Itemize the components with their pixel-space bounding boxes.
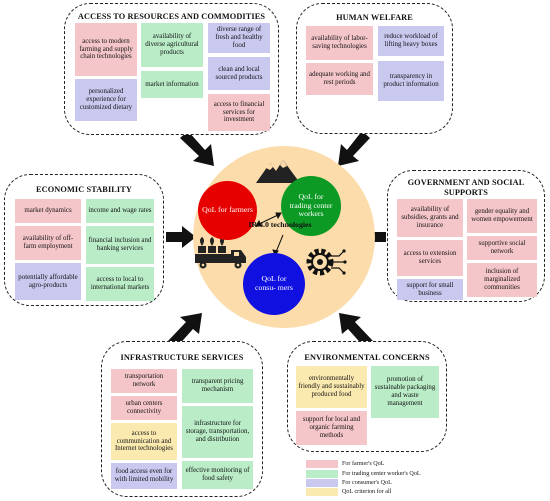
item-box: availability of subsidies, grants and in…: [397, 199, 463, 237]
arrow-economic: [166, 226, 196, 248]
item-box: diverse range of fresh and healthy food: [208, 23, 270, 53]
arrow-environment: [339, 313, 373, 348]
legend-label: For consumer's QoL: [342, 480, 392, 486]
item-box: potentially affordable agro-products: [15, 263, 81, 300]
arrow-infrastructure: [168, 313, 202, 348]
seedling-crates-icon: [198, 237, 226, 253]
item-box: supportive social network: [467, 236, 537, 260]
legend-label: For trading center worker's QoL: [342, 471, 421, 477]
panel-title: ECONOMIC STABILITY: [36, 185, 132, 194]
item-box: financial inclusion and banking services: [86, 226, 154, 264]
item-box: clean and local sourced products: [208, 57, 270, 90]
item-box: gender equality and women empowerment: [467, 199, 537, 233]
item-box: market dynamics: [15, 199, 81, 223]
item-box: access to communication and Internet tec…: [111, 423, 177, 460]
panel-title: ENVIRONMENTAL CONCERNS: [304, 353, 430, 362]
panel-title: INFRASTRUCTURE SERVICES: [120, 353, 244, 362]
node-consumers: QoL for consu- mers: [243, 253, 305, 315]
item-box: access to local to international markets: [86, 267, 154, 301]
panel-title: ACCESS TO RESOURCES AND COMMODITIES: [77, 12, 266, 21]
item-box: access to financial services for investm…: [208, 94, 270, 131]
node-trading-workers: QoL for trading center workers: [281, 176, 341, 236]
legend-swatch: [306, 488, 338, 496]
item-box: promotion of sustainable packaging and w…: [371, 366, 439, 418]
arrow-welfare: [338, 131, 370, 166]
item-box: support for local and organic farming me…: [296, 411, 367, 445]
center-label: IR 4.0 technologies: [248, 220, 312, 229]
item-box: inclusion of marginalized communities: [467, 263, 537, 297]
item-box: transportation network: [111, 369, 177, 393]
item-box: availability of off-farm employment: [15, 226, 81, 260]
item-box: food access even for with limited mobili…: [111, 463, 177, 489]
legend-swatch: [306, 460, 338, 468]
item-box: personalized experience for customized d…: [75, 79, 137, 121]
item-box: market information: [141, 71, 203, 98]
item-box: support for small business: [397, 279, 463, 300]
item-box: access to extension services: [397, 240, 463, 276]
item-box: environmentally friendly and sustainably…: [296, 366, 367, 408]
item-box: urban centers connectivity: [111, 396, 177, 420]
legend-swatch: [306, 479, 338, 487]
item-box: effective monitoring of food safety: [182, 461, 253, 489]
node-farmers: QoL for farmers: [198, 181, 257, 240]
item-box: availability of labor-saving technologie…: [306, 26, 373, 60]
item-box: transparent pricing mechanism: [182, 369, 253, 403]
legend-label: QoL criterion for all: [342, 489, 392, 495]
panel-title: HUMAN WELFARE: [336, 13, 413, 22]
item-box: income and wage rates: [86, 199, 154, 223]
item-box: adequate working and rest periods: [306, 63, 373, 95]
item-box: infrastructure for storage, transportati…: [182, 406, 253, 458]
mountain-icon: [256, 160, 300, 183]
legend-label: For farmer's QoL: [342, 461, 385, 467]
connector-arrows: [255, 212, 284, 257]
item-box: access to modern farming and supply chai…: [75, 23, 137, 76]
gear-circuit-icon: [306, 248, 347, 276]
legend-swatch: [306, 470, 338, 478]
item-box: reduce workload of lifting heavy boxes: [378, 26, 444, 56]
item-box: availability of diverse agricultural pro…: [141, 23, 203, 67]
panel-title: GOVERNMENT AND SOCIAL SUPPORTS: [407, 178, 525, 197]
item-box: transparency in product information: [378, 61, 444, 101]
truck-icon: [195, 250, 246, 269]
arrow-access: [180, 131, 214, 166]
